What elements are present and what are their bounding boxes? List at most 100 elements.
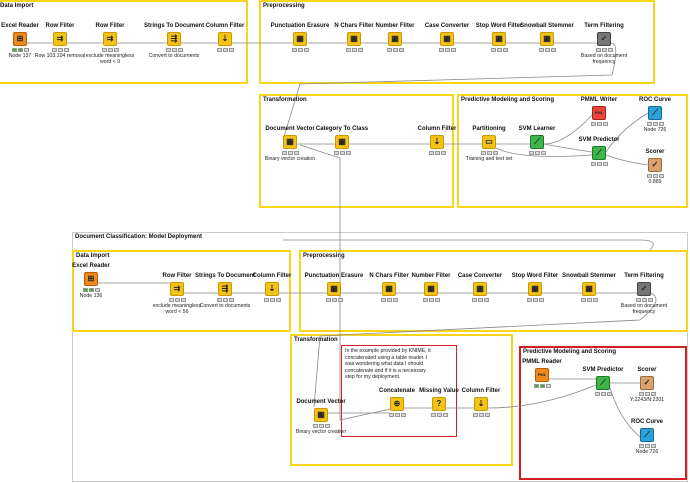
node-scorer[interactable]: Scorer✓0.889 bbox=[625, 148, 685, 185]
node-number-filter[interactable]: Number Filter▦ bbox=[365, 22, 425, 52]
node-icon[interactable]: ⊞ bbox=[84, 272, 98, 286]
node-case-converter[interactable]: Case Converter▦ bbox=[450, 272, 510, 302]
node-icon[interactable]: ▦ bbox=[283, 135, 297, 149]
node-icon[interactable]: ✓ bbox=[648, 158, 662, 172]
node-stop-word-filter[interactable]: Stop Word Filter▦ bbox=[505, 272, 565, 302]
node-icon[interactable]: ▦ bbox=[314, 408, 328, 422]
node-excel-reader[interactable]: Excel Reader⊞Node 137 bbox=[0, 22, 50, 59]
node-stop-word-filter[interactable]: Stop Word Filter▦ bbox=[469, 22, 529, 52]
node-number-filter[interactable]: Number Filter▦ bbox=[401, 272, 461, 302]
node-icon[interactable]: ▦ bbox=[335, 135, 349, 149]
node-status-indicator bbox=[646, 174, 664, 178]
node-case-converter[interactable]: Case Converter▦ bbox=[417, 22, 477, 52]
node-strings-to-document[interactable]: Strings To Document⇶Convert to documents bbox=[195, 272, 255, 309]
node-status-indicator bbox=[471, 298, 489, 302]
node-icon[interactable]: ⇣ bbox=[430, 135, 444, 149]
node-n-chars-filter[interactable]: N Chars Filter ▦ bbox=[359, 272, 419, 302]
node-icon[interactable]: ▦ bbox=[492, 32, 506, 46]
node-punctuation-erasure[interactable]: Punctuation Erasure▦ bbox=[304, 272, 364, 302]
node-icon[interactable]: ⊕ bbox=[390, 397, 404, 411]
note-box: In the example provided by KNIME, it con… bbox=[341, 345, 457, 437]
node-icon[interactable]: ✓ bbox=[597, 32, 611, 46]
node-icon[interactable]: ▦ bbox=[582, 282, 596, 296]
node-document-vector[interactable]: Document Vector▦Binary vector creation bbox=[260, 125, 320, 162]
node-icon[interactable]: PML bbox=[535, 368, 549, 382]
node-concatenate[interactable]: Concatenate⊕ bbox=[367, 387, 427, 417]
node-svm-predictor[interactable]: SVM Predictor⟋ bbox=[573, 366, 633, 396]
node-icon[interactable]: ⇉ bbox=[103, 32, 117, 46]
node-missing-value[interactable]: Missing Value? bbox=[409, 387, 469, 417]
node-glyph-icon: ⇣ bbox=[221, 34, 229, 43]
node-icon[interactable]: ▦ bbox=[528, 282, 542, 296]
node-column-filter[interactable]: Column Filter⇣ bbox=[195, 22, 255, 52]
node-glyph-icon: ▦ bbox=[443, 34, 451, 43]
node-glyph-icon: ▦ bbox=[317, 410, 325, 419]
node-strings-to-document[interactable]: Strings To Document⇶Convert to documents bbox=[144, 22, 204, 59]
node-term-filtering[interactable]: Term Filtering✓Based on document frequen… bbox=[614, 272, 674, 316]
node-term-filtering[interactable]: Term Filtering✓Based on document frequen… bbox=[574, 22, 634, 66]
node-icon[interactable]: ⟋ bbox=[592, 146, 606, 160]
node-icon[interactable]: ▭ bbox=[482, 135, 496, 149]
node-document-vector[interactable]: Document Vector▦Binary vector creation bbox=[291, 398, 351, 435]
node-row-filter[interactable]: Row Filter⇉exclude meaningless word < 56 bbox=[147, 272, 207, 316]
node-row-filter[interactable]: Row Filter⇉Row 103,104 removal bbox=[30, 22, 90, 59]
node-icon[interactable]: ▦ bbox=[424, 282, 438, 296]
node-icon[interactable]: ⟋ bbox=[530, 135, 544, 149]
node-icon[interactable]: ⇶ bbox=[218, 282, 232, 296]
node-roc-curve[interactable]: ROC Curve⟋Node 726 bbox=[625, 96, 685, 133]
node-roc-curve[interactable]: ROC Curve⟋Node 726 bbox=[617, 418, 677, 455]
node-icon[interactable]: ⟋ bbox=[596, 376, 610, 390]
node-svm-predictor[interactable]: SVM Predictor⟋ bbox=[569, 136, 629, 166]
node-name: N Chars Filter bbox=[369, 273, 409, 279]
node-icon[interactable]: ▦ bbox=[473, 282, 487, 296]
node-glyph-icon: ✓ bbox=[600, 34, 608, 43]
node-glyph-icon: ✓ bbox=[651, 160, 659, 169]
node-snowball-stemmer[interactable]: Snowball Stemmer▦ bbox=[517, 22, 577, 52]
node-column-filter[interactable]: Column Filter⇣ bbox=[407, 125, 467, 155]
node-icon[interactable]: ⇉ bbox=[53, 32, 67, 46]
node-name: Row Filter bbox=[45, 23, 75, 29]
node-excel-reader[interactable]: Excel Reader⊞Node 136 bbox=[61, 262, 121, 299]
node-row-filter[interactable]: Row Filter⇉exclude meaningless word < 9 bbox=[80, 22, 140, 66]
node-icon[interactable]: ⟋ bbox=[640, 428, 654, 442]
node-snowball-stemmer[interactable]: Snowball Stemmer▦ bbox=[559, 272, 619, 302]
node-icon[interactable]: ▦ bbox=[440, 32, 454, 46]
node-icon[interactable]: ⟋ bbox=[648, 106, 662, 120]
node-svm-learner[interactable]: SVM Learner⟋ bbox=[507, 125, 567, 155]
node-status-indicator bbox=[11, 48, 29, 52]
node-icon[interactable]: ▦ bbox=[388, 32, 402, 46]
node-glyph-icon: ⇣ bbox=[433, 137, 441, 146]
node-icon[interactable]: ⇣ bbox=[218, 32, 232, 46]
node-icon[interactable]: ▦ bbox=[382, 282, 396, 296]
node-icon[interactable]: ⊞ bbox=[13, 32, 27, 46]
node-icon[interactable]: ▦ bbox=[293, 32, 307, 46]
node-status-indicator bbox=[422, 298, 440, 302]
node-column-filter[interactable]: Column Filter⇣ bbox=[451, 387, 511, 417]
node-icon[interactable]: ▦ bbox=[347, 32, 361, 46]
node-status-indicator bbox=[386, 48, 404, 52]
node-icon[interactable]: ⇣ bbox=[474, 397, 488, 411]
node-column-filter[interactable]: Column Filter⇣ bbox=[242, 272, 302, 302]
node-icon[interactable]: ⇣ bbox=[265, 282, 279, 296]
annotation-preprocessing-2: Preprocessing bbox=[299, 250, 688, 332]
node-partitioning[interactable]: Partitioning▭Training and test set bbox=[459, 125, 519, 162]
node-punctuation-erasure[interactable]: Punctuation Erasure▦ bbox=[270, 22, 330, 52]
node-name: Document Vector bbox=[296, 399, 346, 405]
node-status-indicator bbox=[590, 162, 608, 166]
node-icon[interactable]: ✓ bbox=[637, 282, 651, 296]
node-icon[interactable]: ? bbox=[432, 397, 446, 411]
node-icon[interactable]: ▦ bbox=[540, 32, 554, 46]
node-scorer[interactable]: Scorer✓Y:2243/N:2201 bbox=[617, 366, 677, 403]
node-status-indicator bbox=[595, 48, 613, 52]
node-icon[interactable]: ▦ bbox=[327, 282, 341, 296]
node-category-to-class[interactable]: Category To Class▦ bbox=[312, 125, 372, 155]
node-icon[interactable]: ✓ bbox=[640, 376, 654, 390]
node-status-indicator bbox=[590, 122, 608, 126]
node-icon[interactable]: PML bbox=[592, 106, 606, 120]
node-icon[interactable]: ⇉ bbox=[170, 282, 184, 296]
node-n-chars-filter[interactable]: N Chars Filter▦ bbox=[324, 22, 384, 52]
node-icon[interactable]: ⇶ bbox=[167, 32, 181, 46]
